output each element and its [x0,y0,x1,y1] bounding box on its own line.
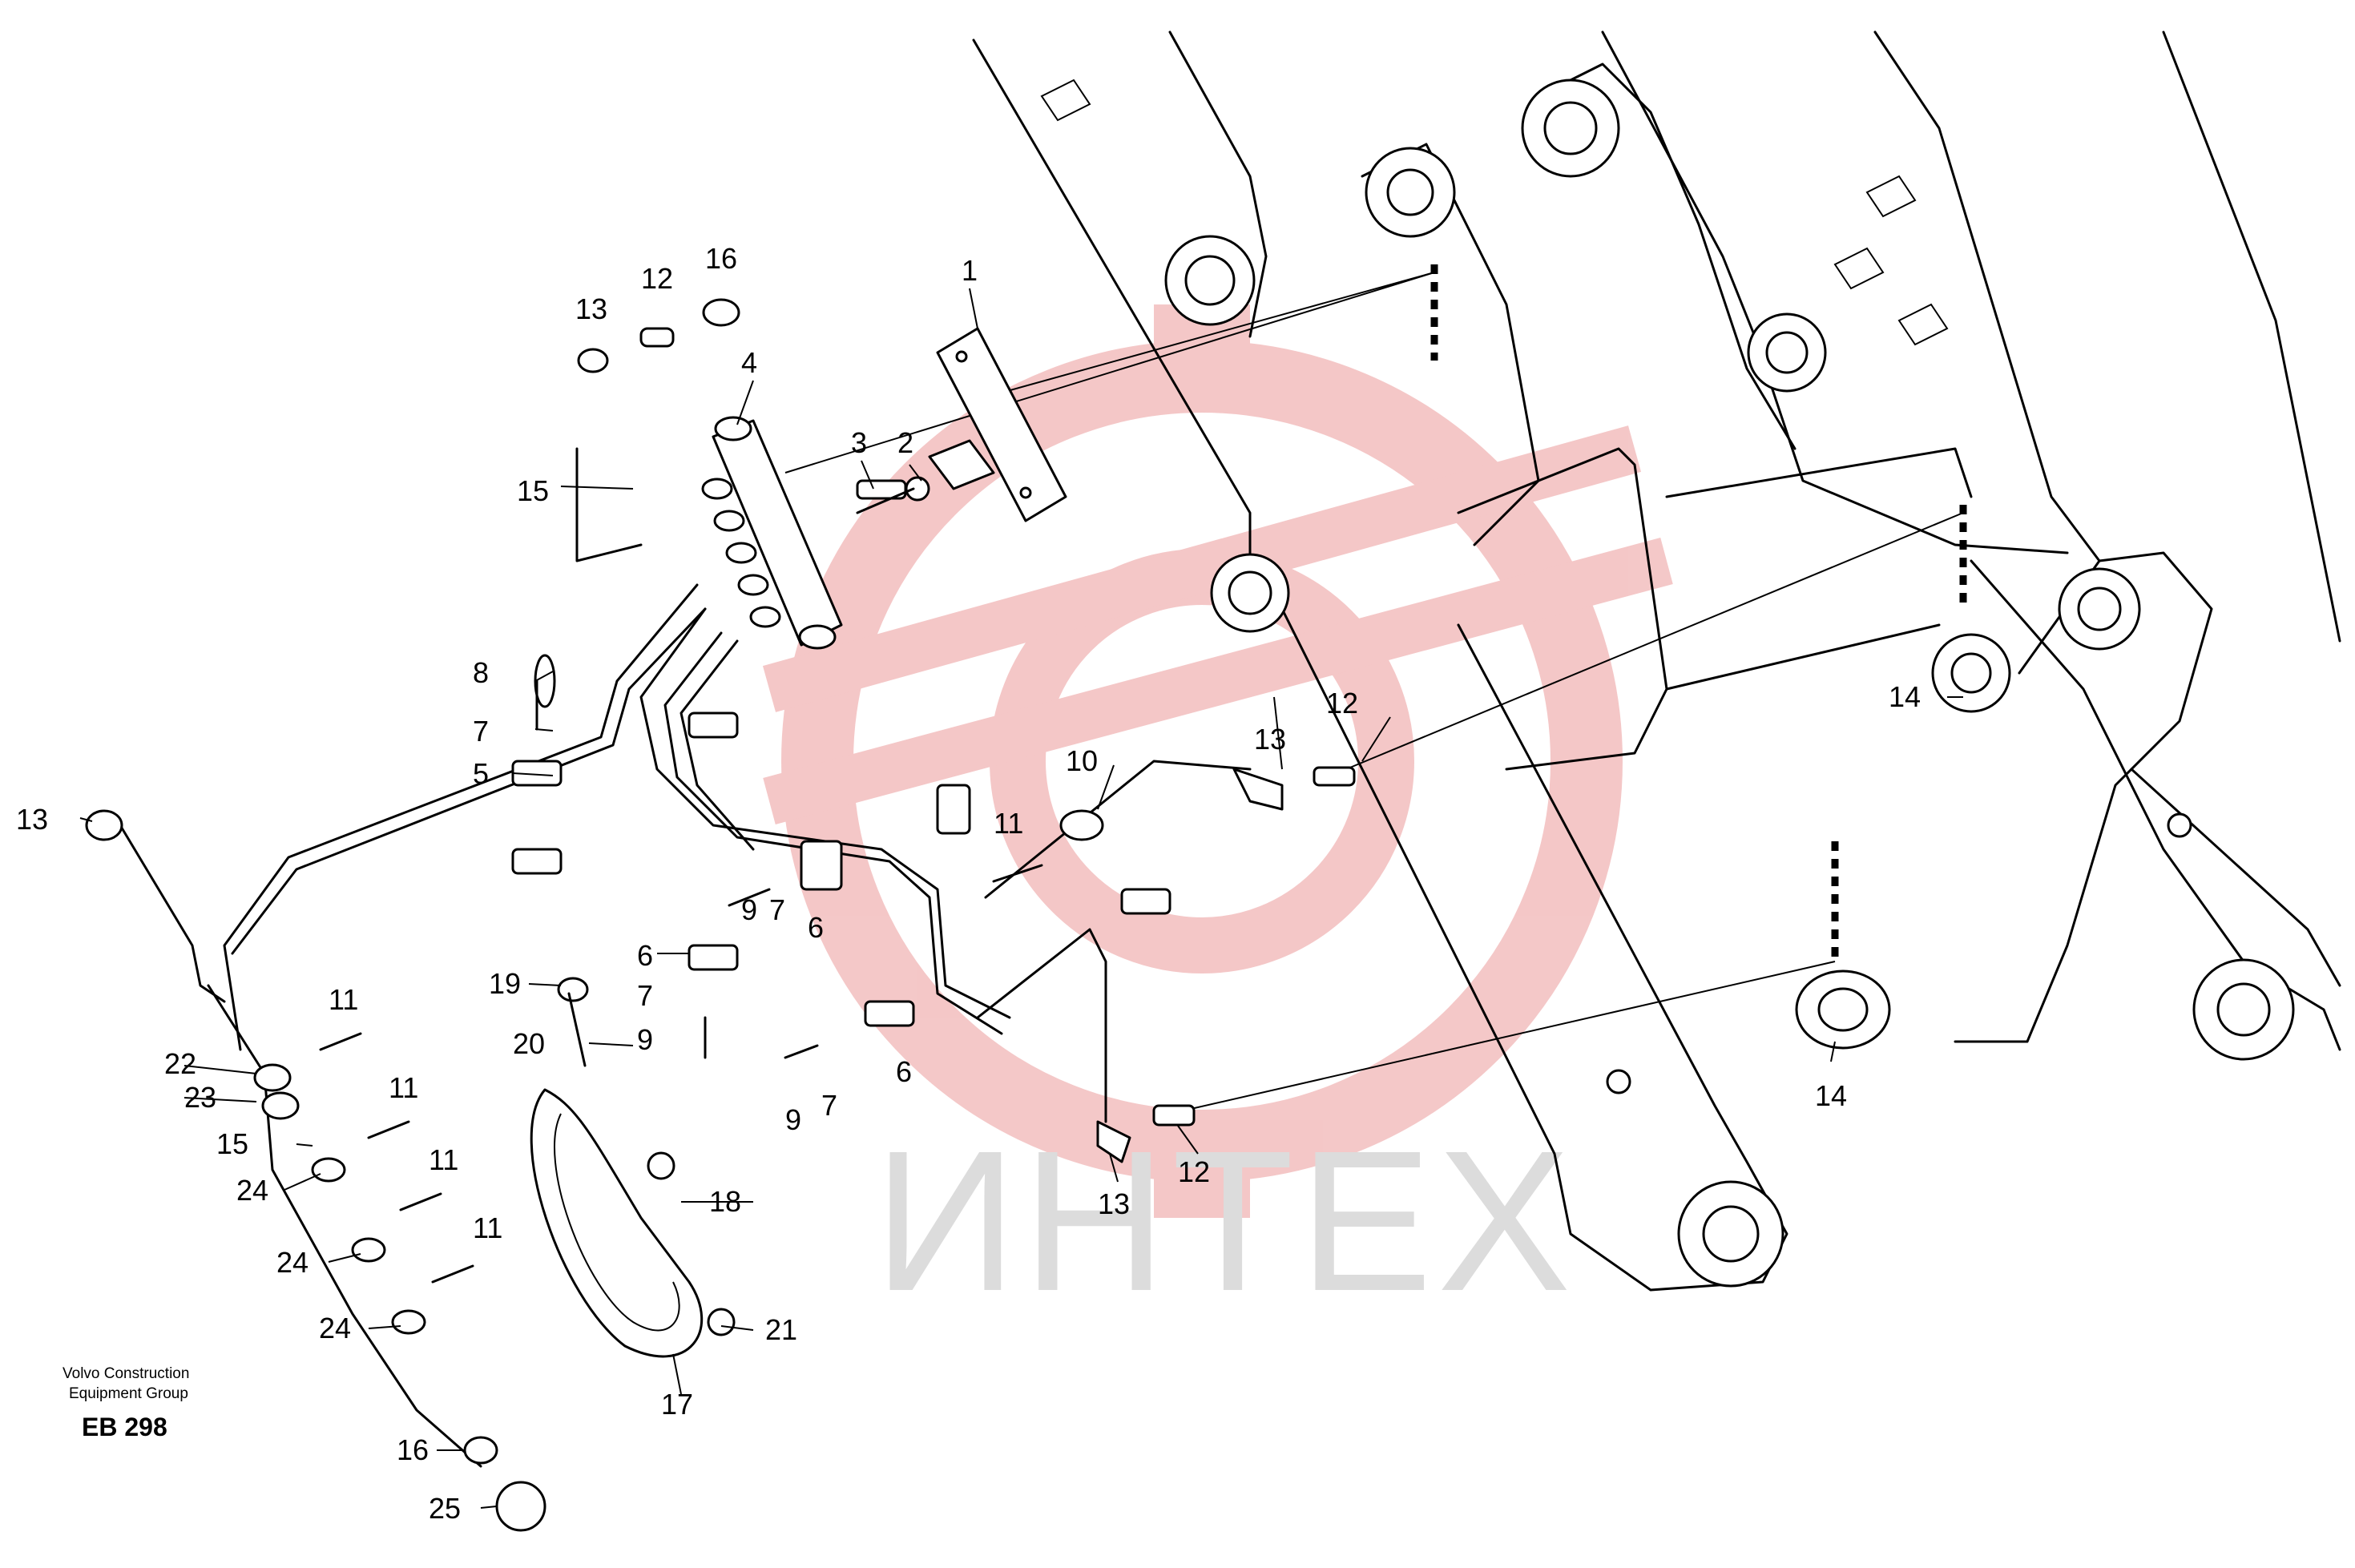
callout-15a: 15 [517,474,549,507]
callout-24a: 24 [236,1174,268,1207]
document-id: EB 298 [82,1413,167,1441]
callout-8: 8 [473,656,489,689]
callout-6b: 6 [637,939,653,972]
watermark-logo [762,304,1673,1218]
callout-21: 21 [765,1313,797,1346]
callout-18: 18 [709,1185,741,1218]
callout-12c: 12 [1178,1155,1210,1188]
mounting-bracket [928,327,1067,522]
boom-frame [972,30,2341,1292]
callout-23: 23 [184,1081,216,1114]
callout-3: 3 [851,426,867,459]
callout-20: 20 [513,1027,545,1060]
bolts [319,487,1043,1284]
callout-11c: 11 [389,1071,418,1104]
distribution-block [701,416,843,650]
callout-12a: 12 [641,262,673,295]
callout-17: 17 [661,1388,693,1421]
callout-22: 22 [164,1047,196,1080]
credit-line-2: Equipment Group [69,1385,188,1402]
callout-7d: 7 [821,1089,837,1122]
callout-16b: 16 [397,1433,429,1466]
callout-12b: 12 [1326,687,1358,720]
credit-line-1: Volvo Construction [63,1365,189,1382]
callout-7a: 7 [473,715,489,748]
callout-11a: 11 [994,807,1023,840]
callout-13b: 13 [1254,723,1286,756]
callout-9a: 9 [741,893,757,926]
callout-24b: 24 [276,1246,308,1279]
alignment-lines [784,264,1967,1115]
callout-13d: 13 [1098,1187,1130,1220]
callout-10: 10 [1066,744,1098,777]
fittings [85,298,1356,1532]
callout-11b: 11 [329,983,358,1016]
credit-block: Volvo Construction Equipment Group EB 29… [63,1365,189,1441]
callout-11d: 11 [429,1143,458,1176]
callout-13a: 13 [575,292,607,325]
callout-9b: 9 [637,1023,653,1056]
callout-5: 5 [473,757,489,790]
watermark-text: ИНТЕХ [873,1109,1575,1332]
callout-6a: 6 [808,911,824,944]
callout-15b: 15 [216,1127,248,1160]
part-callouts: 1 2 3 4 5 6 6 6 7 7 7 7 8 9 9 9 10 11 11… [16,242,1921,1525]
callout-7b: 7 [769,893,785,926]
callout-13c: 13 [16,803,48,836]
callout-16a: 16 [705,242,737,275]
callout-7c: 7 [637,979,653,1012]
strap-band [530,1088,704,1358]
leader-lines [79,288,1963,1509]
callout-1: 1 [962,254,978,287]
callout-11e: 11 [473,1211,502,1244]
callout-19: 19 [489,967,521,1000]
callout-2: 2 [897,426,913,459]
callout-14b: 14 [1815,1079,1847,1112]
callout-24c: 24 [319,1312,351,1344]
callout-9c: 9 [785,1103,801,1136]
callout-25: 25 [429,1492,461,1525]
callout-14a: 14 [1889,680,1921,713]
callout-6c: 6 [896,1055,912,1088]
callout-4: 4 [741,346,757,379]
